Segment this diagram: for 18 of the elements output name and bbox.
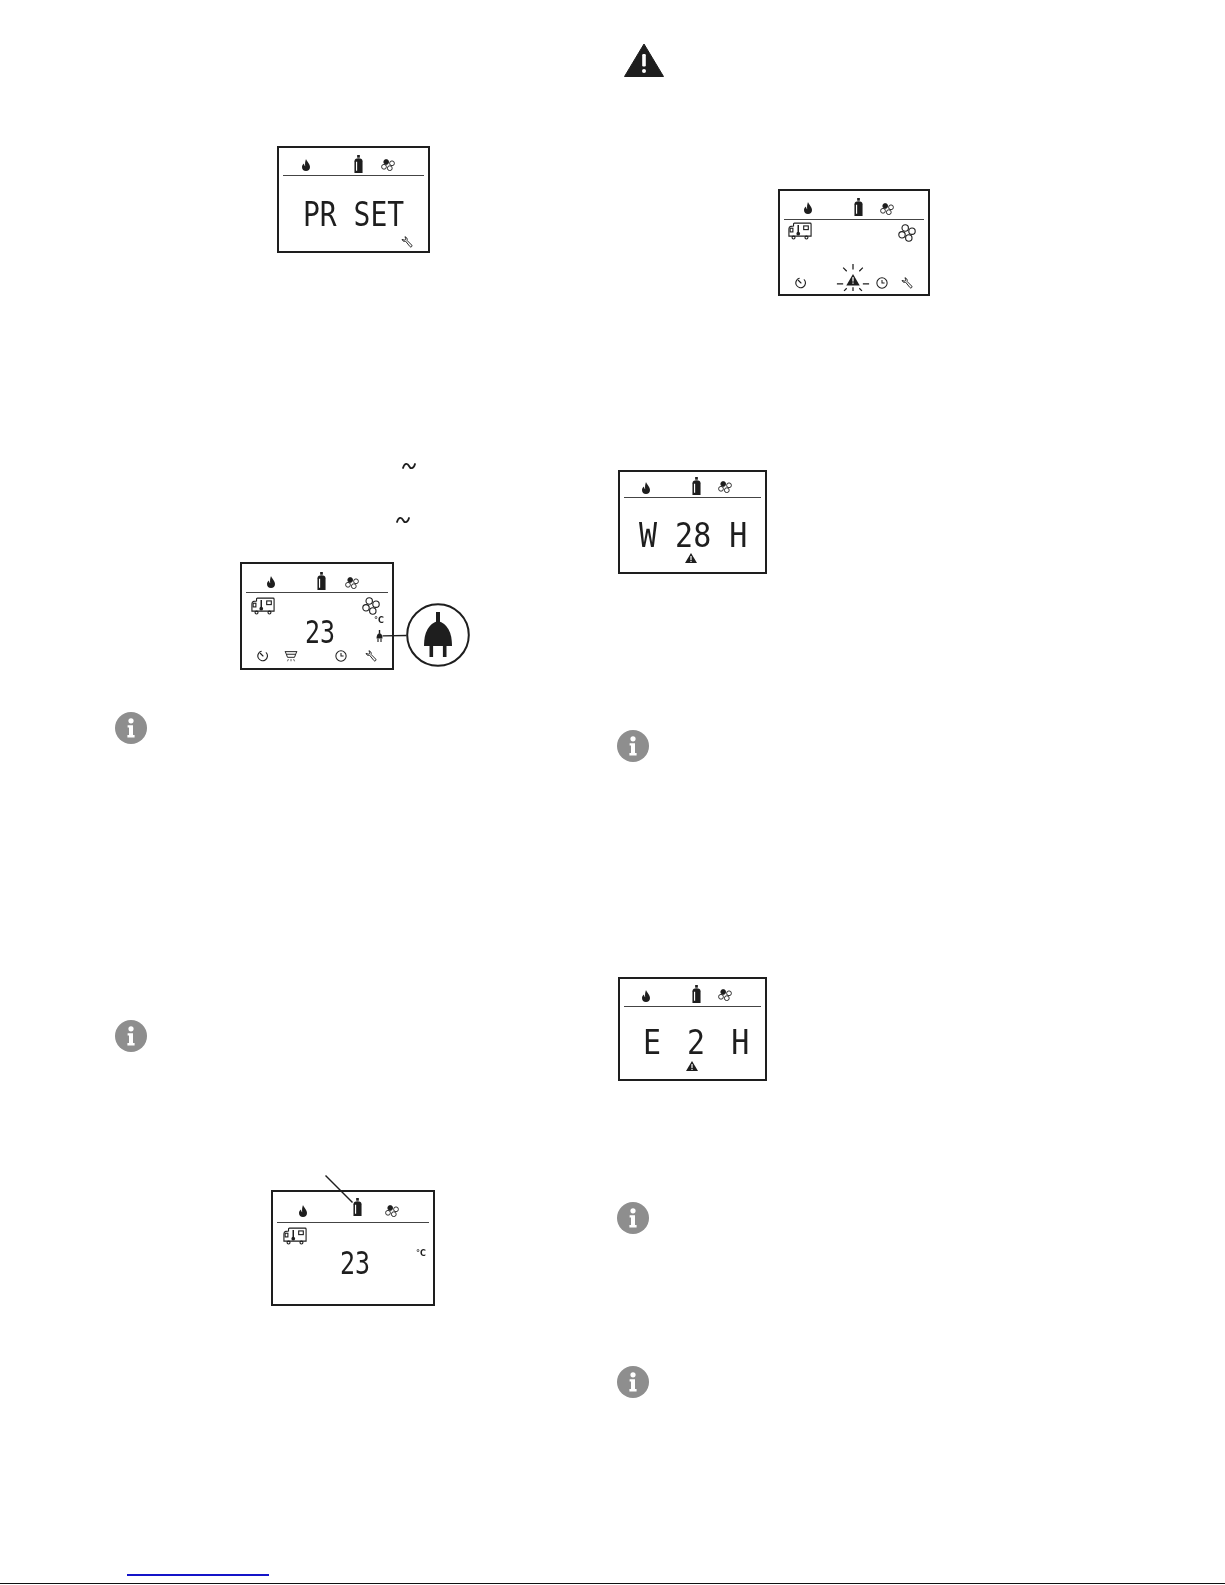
unit-label: °C xyxy=(374,617,384,625)
display-digits: 23 xyxy=(305,616,336,648)
display-text: PR SET xyxy=(303,197,405,233)
lcd-display xyxy=(778,189,930,296)
display-digits: 23 xyxy=(340,1247,371,1279)
plug-icon xyxy=(375,630,383,642)
display-text: W 28 H xyxy=(639,518,748,554)
lcd-display xyxy=(240,562,394,670)
display-text: E 2 H xyxy=(643,1025,750,1061)
gas-bottle-icon xyxy=(352,1198,362,1216)
unit-label: °C xyxy=(416,1250,426,1258)
lcd-display xyxy=(277,146,430,253)
lcd-display xyxy=(618,977,767,1081)
lcd-display xyxy=(271,1190,435,1306)
leader-line xyxy=(381,634,408,637)
plug-icon xyxy=(406,603,470,667)
leader-line xyxy=(324,1174,354,1204)
lcd-display xyxy=(618,470,767,574)
